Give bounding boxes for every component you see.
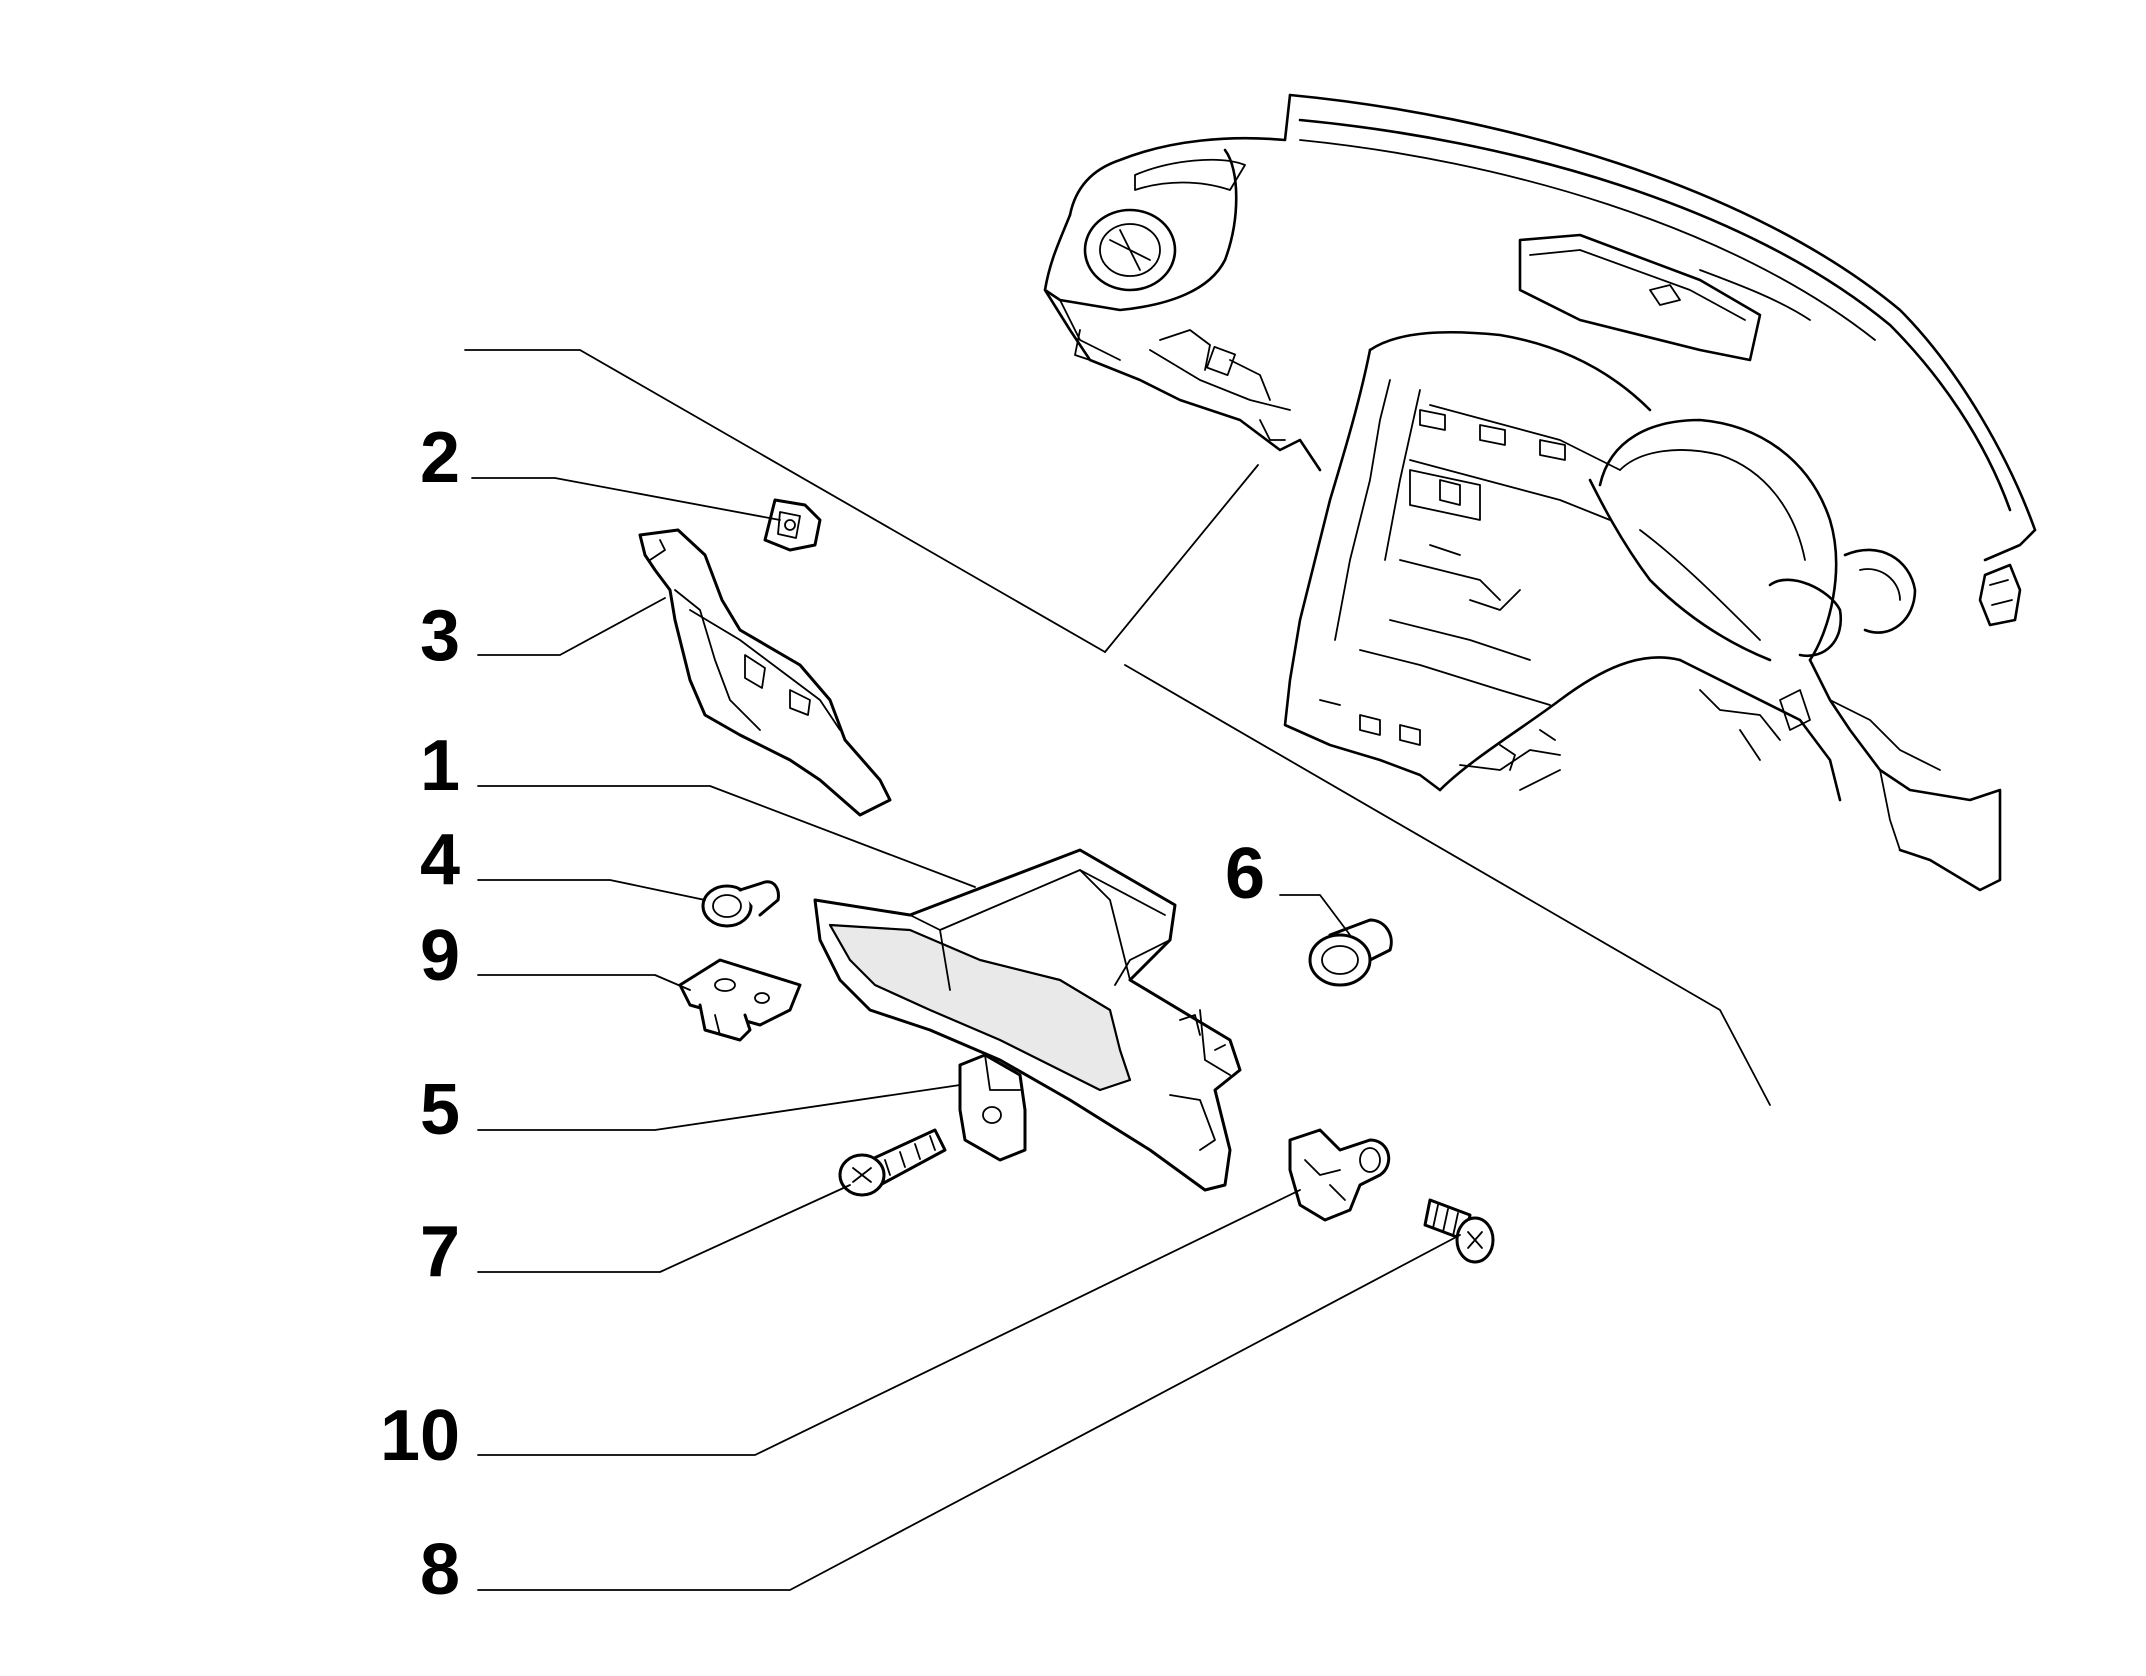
callout-1: 1	[420, 726, 460, 806]
part-2-clip	[763, 498, 822, 552]
callout-9: 9	[420, 916, 460, 996]
callout-numbers: 2 3 1 4 9 5 6 7 10 8	[380, 418, 1265, 1610]
leader-7	[477, 1184, 851, 1273]
callout-4: 4	[420, 820, 460, 900]
part-8-bolt	[1423, 1198, 1495, 1264]
dashboard-assembly	[1043, 93, 2037, 892]
part-5-latch	[958, 1053, 1027, 1162]
part-4-round-clip	[701, 880, 780, 928]
callout-6: 6	[1225, 834, 1265, 914]
callout-5: 5	[420, 1070, 460, 1150]
leader-5	[477, 1084, 961, 1131]
part-9-plate-bracket	[678, 958, 802, 1042]
part-10-hinge	[1288, 1128, 1391, 1222]
leader-4	[477, 879, 706, 901]
callout-10: 10	[380, 1396, 460, 1476]
leader-8	[477, 1234, 1461, 1591]
part-6-knob	[1308, 918, 1393, 987]
leader-9	[477, 974, 691, 991]
leader-6	[1279, 894, 1351, 936]
leader-10	[477, 1189, 1301, 1456]
callout-3: 3	[420, 596, 460, 676]
part-1-glovebox	[813, 848, 1242, 1192]
explode-bracket	[464, 349, 1771, 1106]
leader-lines	[471, 477, 1461, 1591]
part-7-screw	[838, 1128, 947, 1197]
leader-1	[477, 785, 976, 888]
callout-2: 2	[420, 418, 460, 498]
callout-7: 7	[420, 1212, 460, 1292]
callout-8: 8	[420, 1530, 460, 1610]
part-3-side-panel	[638, 528, 892, 817]
leader-2	[471, 477, 781, 521]
leader-3	[477, 597, 666, 656]
